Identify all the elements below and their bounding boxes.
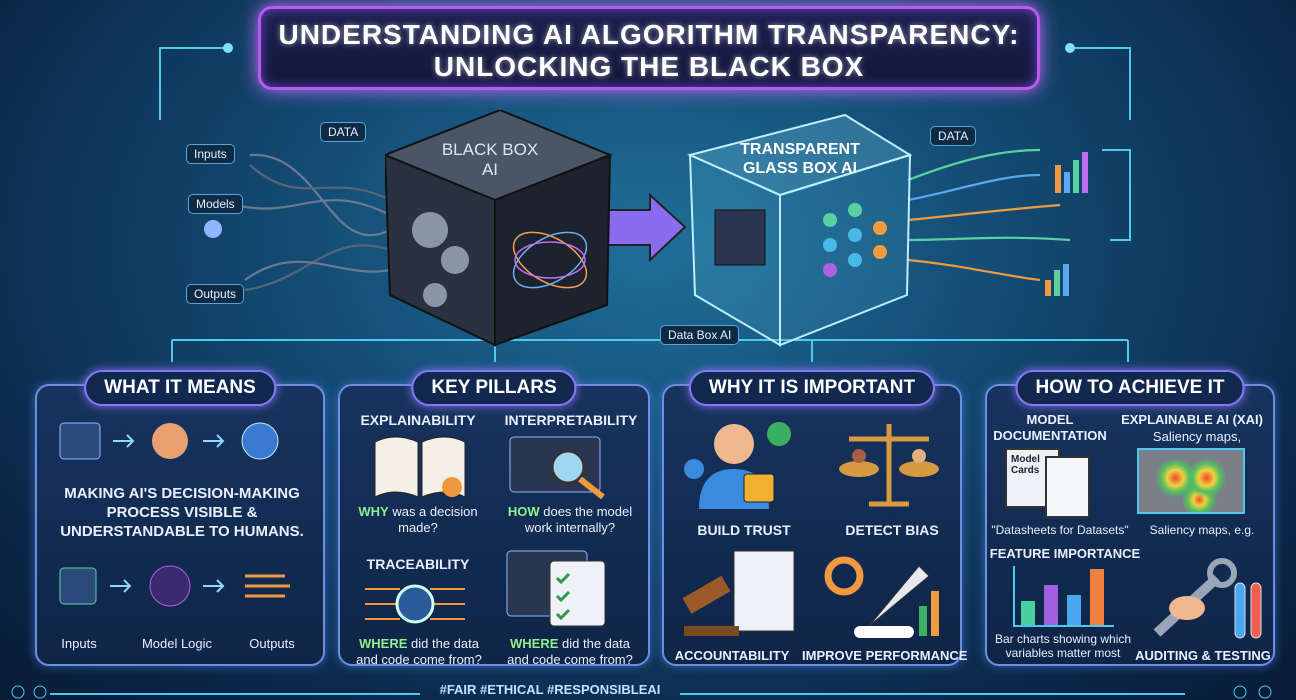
- feature-importance-caption: Bar charts showing which variables matte…: [994, 632, 1132, 660]
- model-documentation-label: MODEL DOCUMENTATION: [993, 412, 1107, 443]
- xai-subtitle: Saliency maps,: [1152, 429, 1242, 444]
- title-line-1: UNDERSTANDING AI ALGORITHM TRANSPARENCY:: [278, 19, 1020, 50]
- datasheet-document-icon: [1045, 456, 1090, 518]
- flow-outputs: Outputs: [249, 636, 295, 651]
- xai-caption: Saliency maps, e.g.: [1149, 523, 1255, 537]
- chip-icon: [714, 209, 766, 266]
- detect-bias-label: DETECT BIAS: [845, 522, 939, 538]
- data-label-left: DATA: [320, 122, 367, 142]
- pillar-traceability: TRACEABILITY: [366, 556, 470, 572]
- panel-what-it-means: WHAT IT MEANS MAKING AI'S DECISION-MAKIN…: [35, 370, 325, 666]
- glass-box-cube: [686, 113, 913, 347]
- globe-icon: [241, 422, 279, 460]
- tangled-orbits-icon: [512, 231, 588, 289]
- pillar-traceability-question: WHERE did the data and code come from?: [356, 636, 482, 667]
- balance-scale-icon: [839, 424, 939, 507]
- panel-title: WHY IT IS IMPORTANT: [688, 370, 936, 406]
- cat-saliency-map-image: [1137, 448, 1245, 514]
- black-box-cube: [385, 110, 613, 347]
- pillar-source-question: WHERE did the data and code come from?: [507, 636, 633, 667]
- panel-key-pillars: KEY PILLARS EXPLAINABILITY INTERPRETABIL…: [338, 370, 650, 667]
- feature-importance-bar-chart-icon: [1013, 566, 1114, 627]
- glass-box-label: TRANSPARENT GLASS BOX AI: [740, 141, 860, 177]
- brain-head-icon: [152, 423, 188, 459]
- title-banner: UNDERSTANDING AI ALGORITHM TRANSPARENCY:…: [258, 6, 1040, 90]
- xai-label: EXPLAINABLE AI (XAI): [1121, 412, 1263, 427]
- magnifier-code-icon: [509, 436, 605, 500]
- checklist-code-icon: [506, 550, 606, 627]
- data-label-right: DATA: [930, 126, 977, 146]
- flow-diagram-icon: [59, 422, 279, 460]
- panel-why-important: WHY IT IS IMPORTANT BUILD TRUST DETECT B…: [662, 370, 968, 666]
- pillar-interpretability-question: HOW does the model work internally?: [507, 504, 633, 535]
- panel-how-to-achieve: HOW TO ACHIEVE IT MODEL DOCUMENTATION EX…: [985, 370, 1275, 666]
- flow-inputs: Inputs: [61, 636, 97, 651]
- accountability-label: ACCOUNTABILITY: [674, 648, 790, 663]
- black-box-label: BLACK BOX AI: [441, 140, 539, 179]
- hashtags: #FAIR #ETHICAL #RESPONSIBLEAI: [439, 682, 661, 697]
- models-label: Models: [188, 194, 243, 214]
- glass-box-tag: Data Box AI: [660, 325, 740, 345]
- gavel-document-icon: [682, 550, 795, 636]
- title-line-2: UNLOCKING THE BLACK BOX: [433, 51, 865, 82]
- model-flow-icons: [59, 565, 290, 607]
- neural-network-icon: [823, 203, 887, 277]
- wrench-test-tubes-icon: [1153, 558, 1262, 639]
- outputs-label: Outputs: [186, 284, 245, 304]
- gear-icon: [11, 685, 25, 699]
- feature-importance-label: FEATURE IMPORTANCE: [989, 546, 1141, 561]
- rocket-growth-icon: [824, 556, 939, 638]
- flow-model-logic: Model Logic: [141, 636, 213, 651]
- bar-chart-icon: [1055, 152, 1088, 193]
- info-icon: [1258, 685, 1272, 699]
- warning-icon: [1233, 685, 1247, 699]
- panel-title: KEY PILLARS: [411, 370, 577, 406]
- improve-performance-label: IMPROVE PERFORMANCE: [802, 648, 968, 663]
- pillar-explainability-question: WHY was a decision made?: [358, 504, 478, 535]
- model-documentation-caption: "Datasheets for Datasets": [991, 523, 1129, 537]
- pillar-explainability: EXPLAINABILITY: [360, 412, 476, 428]
- pillar-interpretability: INTERPRETABILITY: [504, 412, 638, 428]
- gears-icon: [412, 212, 469, 307]
- open-book-icon: [374, 436, 466, 498]
- person-lock-icon: [684, 422, 791, 509]
- footer: #FAIR #ETHICAL #RESPONSIBLEAI: [0, 682, 1296, 700]
- panel-title: WHAT IT MEANS: [84, 370, 276, 406]
- auditing-testing-label: AUDITING & TESTING: [1135, 648, 1271, 663]
- panel-title: HOW TO ACHIEVE IT: [1015, 370, 1245, 406]
- inputs-label: Inputs: [186, 144, 235, 164]
- footer-lines: [11, 685, 1272, 699]
- trace-magnifier-icon: [365, 584, 465, 624]
- build-trust-label: BUILD TRUST: [697, 522, 791, 538]
- definition-text: MAKING AI'S DECISION-MAKING PROCESS VISI…: [60, 485, 304, 540]
- globe-icon: [33, 685, 47, 699]
